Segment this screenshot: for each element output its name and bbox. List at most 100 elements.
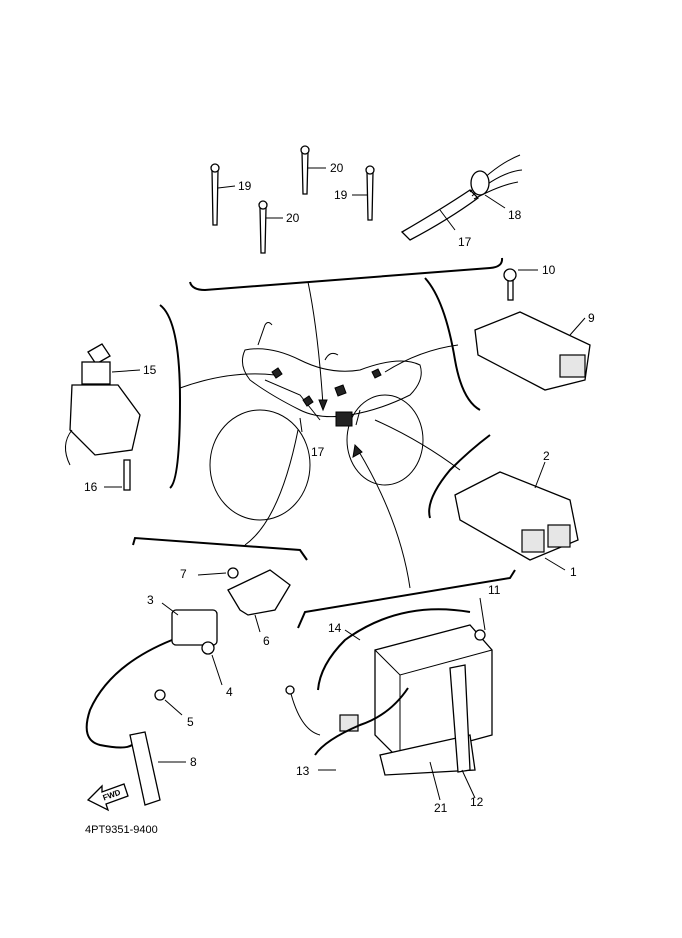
- fwd-arrow-shape: [86, 783, 129, 812]
- mirror-stem: [324, 352, 339, 361]
- leader-main-switch: [179, 373, 276, 389]
- callout-17b: 17: [311, 445, 325, 459]
- leader-5: [164, 699, 183, 716]
- bracket-harness-group: [189, 257, 504, 292]
- ground-terminal: [285, 685, 295, 695]
- nut-4: [201, 641, 215, 655]
- leader-9: [569, 317, 586, 336]
- band-19-left: [211, 169, 219, 226]
- coil-bracket-6: [227, 569, 291, 616]
- callout-2: 2: [543, 449, 550, 463]
- leader-12: [461, 769, 476, 799]
- coil-body-3: [171, 609, 218, 646]
- plug-cap-8: [129, 731, 161, 806]
- clip-line-b: [355, 409, 361, 426]
- battery-lead-13: [314, 687, 409, 756]
- leader-6: [254, 614, 261, 633]
- cdi-connector-a: [521, 529, 545, 553]
- band-20-right-head: [300, 145, 310, 155]
- callout-12: 12: [470, 795, 484, 809]
- bolt-16: [123, 459, 131, 491]
- harness-section: [400, 189, 479, 241]
- bolt-10: [507, 279, 514, 301]
- callout-1: 1: [570, 565, 577, 579]
- ground-lead: [289, 689, 321, 736]
- callout-19a: 19: [238, 179, 252, 193]
- bracket-battery-group: [297, 569, 516, 629]
- switch-lead: [65, 429, 73, 466]
- bracket-ignition-coil-group: [132, 536, 308, 561]
- callout-20a: 20: [286, 211, 300, 225]
- leader-11: [479, 597, 486, 631]
- leader-18: [484, 194, 506, 209]
- fuse-connector: [339, 714, 359, 732]
- battery-lead-14: [317, 608, 471, 691]
- high-tension-cord: [85, 639, 173, 749]
- main-switch: [65, 343, 141, 491]
- band-20-left: [259, 207, 267, 254]
- bracket-switch-group: [159, 304, 182, 489]
- battery-pad: [379, 734, 476, 776]
- callout-16: 16: [84, 480, 98, 494]
- clip-line-a: [299, 417, 303, 433]
- leader-harness: [307, 281, 324, 406]
- marker-coil: [302, 395, 314, 407]
- marker-harness: [334, 384, 347, 397]
- ignition-coil: [85, 567, 291, 806]
- cdi-unit: [454, 461, 579, 571]
- callout-3: 3: [147, 593, 154, 607]
- band-19-left-head: [210, 163, 220, 173]
- marker-rectifier: [371, 368, 382, 379]
- bolt-10-head: [503, 268, 517, 282]
- leader-cdi: [374, 419, 461, 471]
- cdi-body: [454, 471, 579, 561]
- callout-4: 4: [226, 685, 233, 699]
- arrow-head-battery: [352, 443, 363, 458]
- motorcycle-body: [241, 348, 422, 418]
- leader-battery: [357, 449, 411, 589]
- band-clamps: [210, 145, 375, 254]
- callout-6: 6: [263, 634, 270, 648]
- rectifier-body: [474, 311, 591, 391]
- band-20-left-head: [258, 200, 268, 210]
- callout-9: 9: [588, 311, 595, 325]
- marker-fuse-box: [335, 411, 353, 427]
- battery-band-12: [449, 664, 471, 773]
- leader-3: [161, 602, 179, 616]
- screw-7: [227, 567, 239, 579]
- battery-21: [374, 624, 493, 761]
- leader-21: [429, 761, 441, 801]
- group-brackets: [132, 257, 516, 629]
- handlebar: [257, 322, 273, 346]
- callout-7: 7: [180, 567, 187, 581]
- grommet: [470, 170, 490, 196]
- callout-11: 11: [488, 583, 501, 597]
- screw-5: [154, 689, 166, 701]
- fwd-arrow: FWD: [86, 783, 129, 812]
- leader-4: [211, 654, 223, 686]
- frame-line: [264, 379, 321, 421]
- leader-17: [439, 209, 456, 231]
- callout-8: 8: [190, 755, 197, 769]
- rectifier-regulator: [474, 268, 591, 391]
- leader-19a: [217, 185, 236, 189]
- bolt-11: [474, 629, 486, 641]
- leader-lines: [179, 281, 461, 589]
- front-wheel: [209, 409, 311, 521]
- ignition-key: [87, 343, 111, 365]
- callout-14: 14: [328, 621, 342, 635]
- bracket-cdi-group: [428, 434, 491, 519]
- leader-1: [544, 557, 566, 571]
- rear-wheel: [346, 394, 424, 486]
- leader-14: [344, 629, 361, 641]
- motorcycle-outline: [209, 322, 424, 521]
- callout-5: 5: [187, 715, 194, 729]
- callout-19b: 19: [334, 188, 348, 202]
- battery-assembly: [285, 597, 493, 801]
- band-19-right: [366, 171, 374, 221]
- switch-body: [69, 384, 141, 456]
- callout-15: 15: [143, 363, 157, 377]
- leader-2: [534, 461, 546, 489]
- callout-17a: 17: [458, 235, 472, 249]
- callout-labels: 19 20 20 19 18 17 10 9 15 17 2 16 1 7 11…: [84, 161, 595, 815]
